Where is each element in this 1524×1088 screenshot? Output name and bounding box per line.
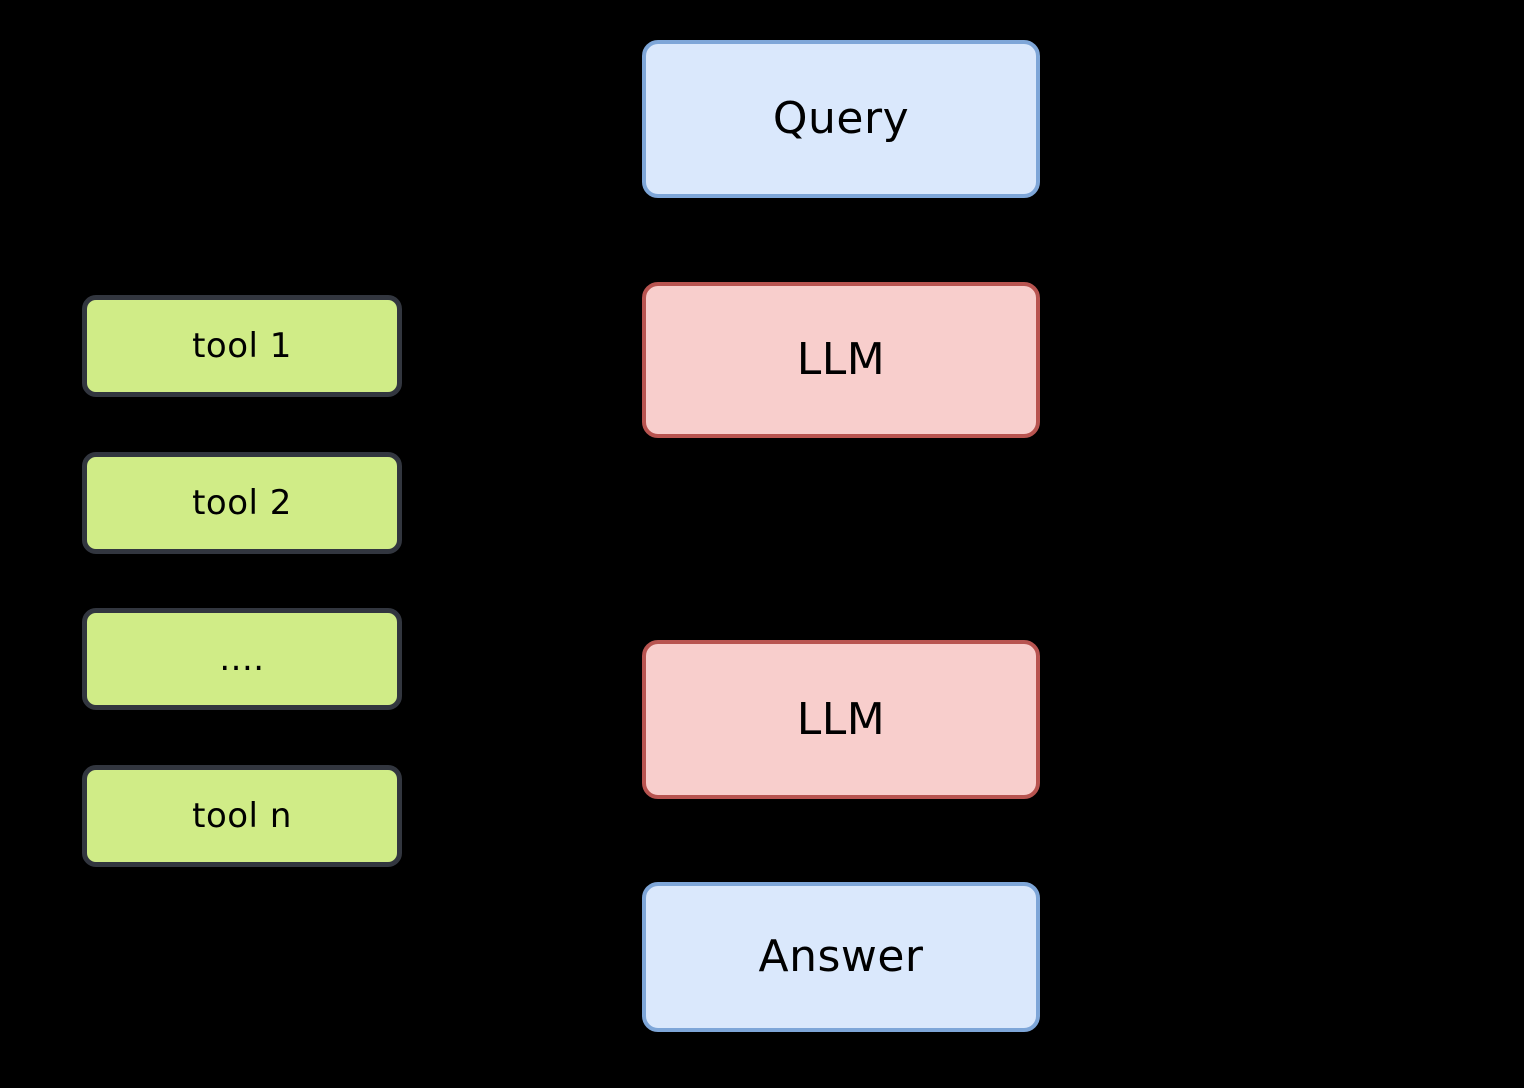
llm-node-second[interactable]: LLM (642, 640, 1040, 799)
tool-node-ellipsis[interactable]: .... (82, 608, 402, 710)
llm-node-first-label: LLM (796, 334, 886, 385)
tool-node-ellipsis-label: .... (219, 639, 265, 679)
tool-node-2-label: tool 2 (192, 483, 292, 523)
tool-node-1-label: tool 1 (192, 326, 292, 366)
tool-node-n-label: tool n (192, 796, 292, 836)
tool-node-1[interactable]: tool 1 (82, 295, 402, 397)
tool-node-2[interactable]: tool 2 (82, 452, 402, 554)
answer-node[interactable]: Answer (642, 882, 1040, 1032)
llm-node-second-label: LLM (796, 693, 886, 745)
tool-node-n[interactable]: tool n (82, 765, 402, 867)
query-node-label: Query (772, 93, 910, 144)
query-node[interactable]: Query (642, 40, 1040, 198)
llm-node-first[interactable]: LLM (642, 282, 1040, 438)
answer-node-label: Answer (758, 931, 924, 982)
